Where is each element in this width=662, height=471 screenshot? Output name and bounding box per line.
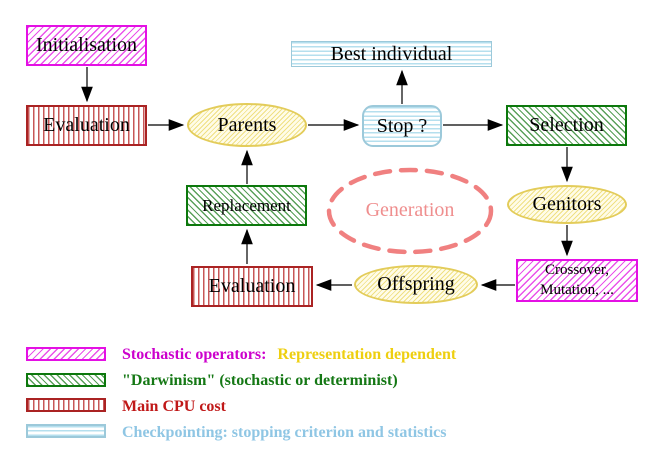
node-parents: Parents bbox=[187, 103, 307, 147]
node-replacement: Replacement bbox=[186, 185, 307, 226]
generation-label: Generation bbox=[365, 199, 455, 221]
legend-cpu-label: Main CPU cost bbox=[122, 398, 226, 415]
node-stop-label: Stop ? bbox=[376, 114, 428, 137]
node-replacement-label: Replacement bbox=[202, 195, 291, 215]
legend-representation-label: Representation dependent bbox=[277, 346, 457, 363]
node-selection-label: Selection bbox=[529, 114, 604, 136]
legend-darwinism-label: "Darwinism" (stochastic or determinist) bbox=[122, 372, 398, 389]
legend-swatch-checkpointing bbox=[26, 424, 106, 438]
node-crossover-line1: Crossover, bbox=[545, 262, 609, 278]
legend-swatch-stochastic bbox=[26, 347, 106, 361]
node-offspring: Offspring bbox=[354, 265, 478, 304]
node-evaluation-bottom-label: Evaluation bbox=[208, 275, 296, 297]
node-parents-label: Parents bbox=[217, 113, 277, 136]
legend-row-darwinism: "Darwinism" (stochastic or determinist) bbox=[122, 372, 398, 390]
node-evaluation-bottom: Evaluation bbox=[191, 266, 313, 307]
legend-stochastic-label: Stochastic operators: bbox=[122, 346, 267, 363]
legend-swatch-darwinism bbox=[26, 373, 106, 387]
legend-swatch-cpu bbox=[26, 398, 106, 412]
node-selection: Selection bbox=[506, 105, 627, 146]
node-initialisation-label: Initialisation bbox=[35, 34, 138, 56]
node-offspring-label: Offspring bbox=[377, 273, 455, 295]
node-stop: Stop ? bbox=[362, 105, 442, 147]
node-initialisation: Initialisation bbox=[26, 25, 147, 66]
node-best-individual: Best individual bbox=[291, 41, 492, 67]
legend-row-checkpointing: Checkpointing: stopping criterion and st… bbox=[122, 424, 446, 442]
legend-row-cpu: Main CPU cost bbox=[122, 398, 226, 416]
node-evaluation-top-label: Evaluation bbox=[43, 114, 130, 136]
node-crossover-mutation: Crossover, Mutation, ... bbox=[516, 259, 638, 302]
node-crossover-line2: Mutation, ... bbox=[540, 281, 614, 298]
legend-row-stochastic: Stochastic operators: Representation depe… bbox=[122, 346, 456, 364]
node-genitors-label: Genitors bbox=[532, 193, 602, 215]
node-evaluation-top: Evaluation bbox=[26, 105, 147, 146]
node-genitors: Genitors bbox=[507, 185, 627, 224]
node-best-individual-label: Best individual bbox=[330, 42, 453, 65]
legend-checkpointing-label: Checkpointing: stopping criterion and st… bbox=[122, 424, 447, 441]
